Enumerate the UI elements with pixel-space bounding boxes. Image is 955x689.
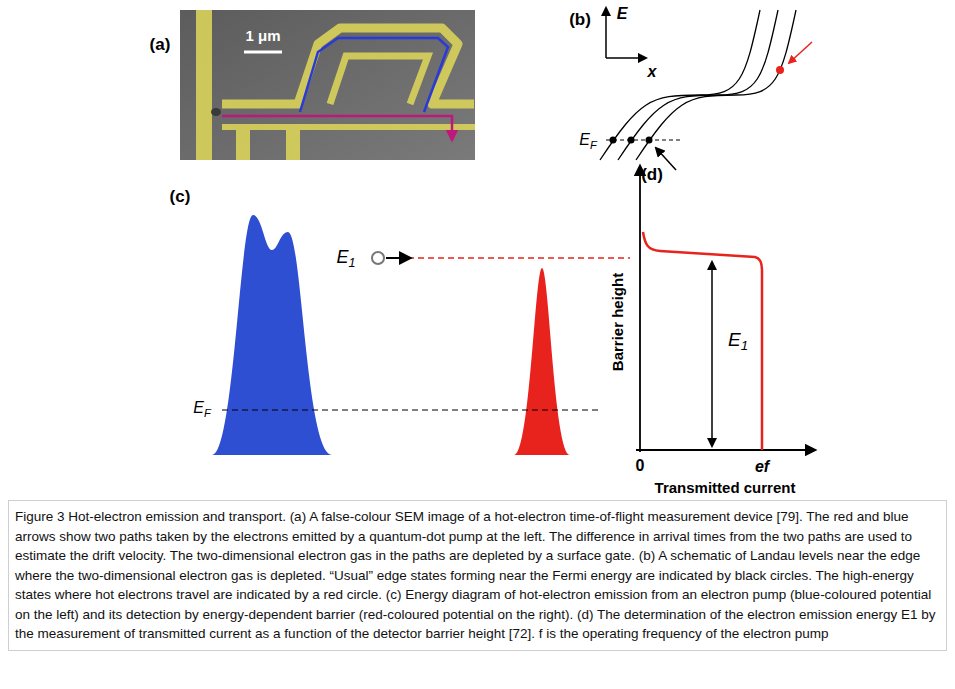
axis-title: Transmitted current	[655, 480, 796, 497]
fermi-energy-label: EF	[579, 131, 597, 149]
fermi-energy-label: EF	[193, 399, 211, 417]
figure-caption: Figure 3 Hot-electron emission and trans…	[8, 500, 947, 651]
panel-letter: (d)	[641, 166, 663, 185]
energy-diagram	[212, 215, 630, 455]
landau-level-schematic	[600, 8, 812, 170]
energy-label: E1	[728, 330, 748, 351]
axis-title: Barrier height	[610, 273, 627, 371]
axis-tick: 0	[636, 457, 645, 475]
energy-label: E1	[336, 248, 355, 268]
panel-letter: (b)	[569, 11, 591, 30]
axis-label: x	[648, 63, 657, 81]
panel-letter: (a)	[150, 36, 171, 55]
sem-image	[180, 10, 475, 160]
axis-label: E	[617, 5, 628, 23]
panel-letter: (c)	[170, 188, 191, 207]
current-plot	[636, 166, 815, 452]
axis-tick: ef	[755, 458, 769, 476]
scale-bar-label: 1 μm	[245, 28, 280, 45]
